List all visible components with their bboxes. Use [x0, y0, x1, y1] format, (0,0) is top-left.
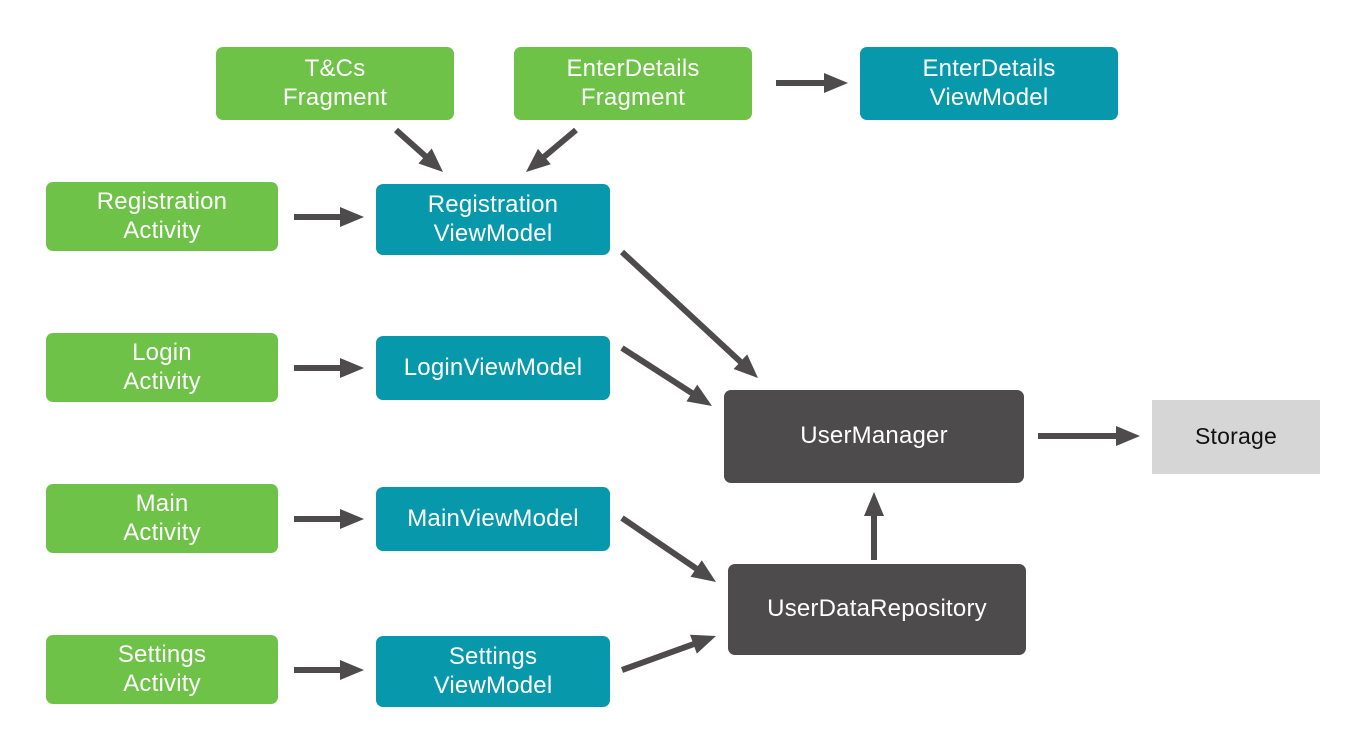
edge-enterdetailsfragment-to-registrationviewmodel	[526, 127, 578, 172]
edge-enterdetailsfragment-to-enterdetailsviewmodel	[776, 73, 848, 93]
node-user-manager[interactable]: UserManager	[724, 390, 1024, 483]
edge-settingsviewmodel-to-userdatarepository	[620, 634, 716, 673]
node-main-viewmodel[interactable]: MainViewModel	[376, 487, 610, 551]
node-login-activity[interactable]: Login Activity	[46, 333, 278, 402]
edge-registrationactivity-to-registrationviewmodel	[294, 207, 364, 227]
node-login-viewmodel[interactable]: LoginViewModel	[376, 336, 610, 400]
node-registration-activity[interactable]: Registration Activity	[46, 182, 278, 251]
node-registration-viewmodel[interactable]: Registration ViewModel	[376, 184, 610, 255]
edge-mainactivity-to-mainviewmodel	[294, 509, 364, 529]
node-user-data-repository[interactable]: UserDataRepository	[728, 564, 1026, 655]
node-settings-viewmodel[interactable]: Settings ViewModel	[376, 636, 610, 707]
node-tcs-fragment[interactable]: T&Cs Fragment	[216, 47, 454, 120]
edge-registrationviewmodel-to-usermanager	[619, 249, 758, 378]
edge-settingsactivity-to-settingsviewmodel	[294, 660, 364, 680]
edge-loginactivity-to-loginviewmodel	[294, 358, 364, 378]
edge-usermanager-to-storage	[1038, 426, 1140, 446]
edge-userdatarepository-to-usermanager	[864, 492, 884, 560]
edge-tcsfragment-to-registrationviewmodel	[394, 127, 443, 172]
edge-loginviewmodel-to-usermanager	[620, 345, 712, 406]
node-settings-activity[interactable]: Settings Activity	[46, 635, 278, 704]
node-storage[interactable]: Storage	[1152, 400, 1320, 474]
node-main-activity[interactable]: Main Activity	[46, 484, 278, 553]
edge-mainviewmodel-to-userdatarepository	[620, 515, 716, 582]
node-enterdetails-fragment[interactable]: EnterDetails Fragment	[514, 47, 752, 120]
node-enterdetails-viewmodel[interactable]: EnterDetails ViewModel	[860, 47, 1118, 120]
